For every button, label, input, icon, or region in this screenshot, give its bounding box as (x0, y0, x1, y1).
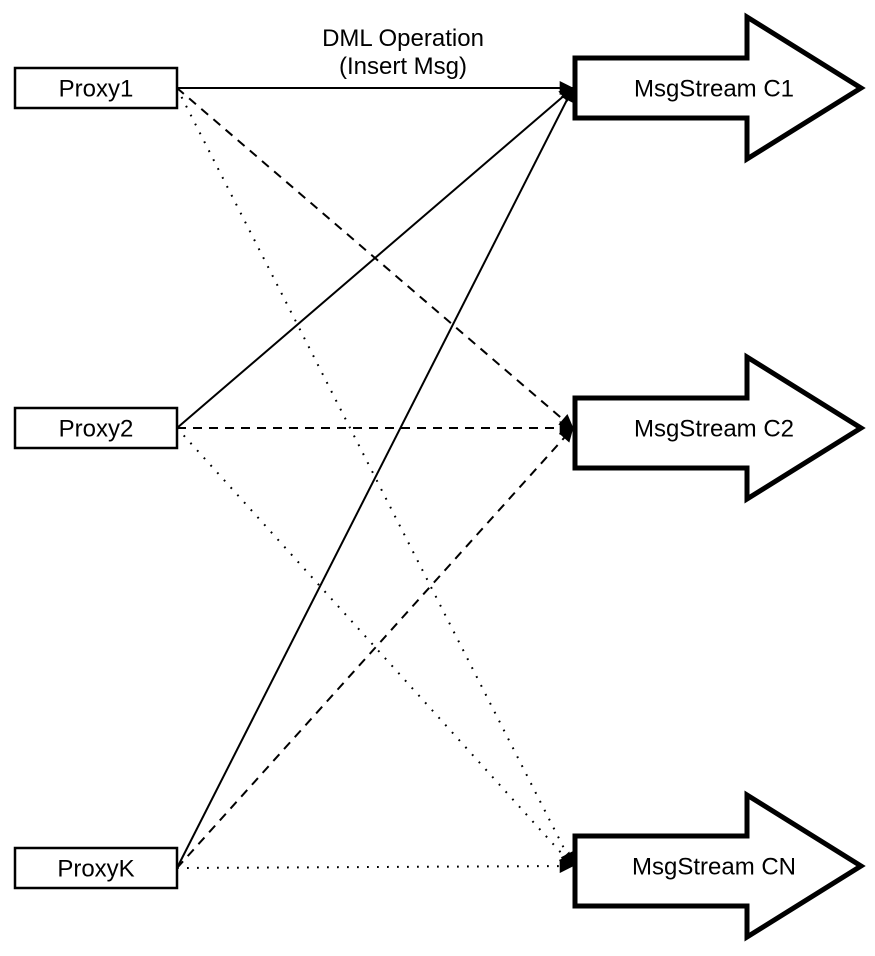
stream-node-msgstream-c2: MsgStream C2 (572, 352, 866, 504)
msgstream-cn-label: MsgStream CN (632, 854, 796, 881)
proxyk-box (13, 846, 179, 890)
proxy-node-proxy2: Proxy2 (13, 406, 179, 450)
stream-node-msgstream-cn: MsgStream CN (572, 790, 866, 942)
proxy2-box (13, 406, 179, 450)
msgstream-cn-arrow-shape (572, 790, 866, 942)
edge-proxy1-msgstream-c2 (176, 87, 574, 429)
edge-annotation: DML Operation (Insert Msg) (322, 25, 484, 80)
edge-proxyk-msgstream-c1 (176, 87, 574, 869)
proxy-node-proxyk: ProxyK (13, 846, 179, 890)
msgstream-c1-arrow-shape (572, 12, 866, 164)
edge-proxyk-msgstream-c2 (176, 427, 574, 869)
proxy1-box (13, 66, 179, 110)
edge-annotation-line1: DML Operation (322, 25, 484, 52)
msgstream-c2-arrow-shape (572, 352, 866, 504)
stream-node-msgstream-c1: MsgStream C1 (572, 12, 866, 164)
proxy2-label: Proxy2 (59, 416, 134, 443)
proxy-node-proxy1: Proxy1 (13, 66, 179, 110)
edge-proxyk-msgstream-cn (176, 859, 574, 874)
msgstream-c2-label: MsgStream C2 (634, 416, 794, 443)
edge-group (176, 81, 574, 874)
edge-annotation-line2: (Insert Msg) (339, 53, 467, 80)
msgstream-c1-label: MsgStream C1 (634, 76, 794, 103)
proxyk-label: ProxyK (57, 856, 134, 883)
proxy1-label: Proxy1 (59, 76, 134, 103)
